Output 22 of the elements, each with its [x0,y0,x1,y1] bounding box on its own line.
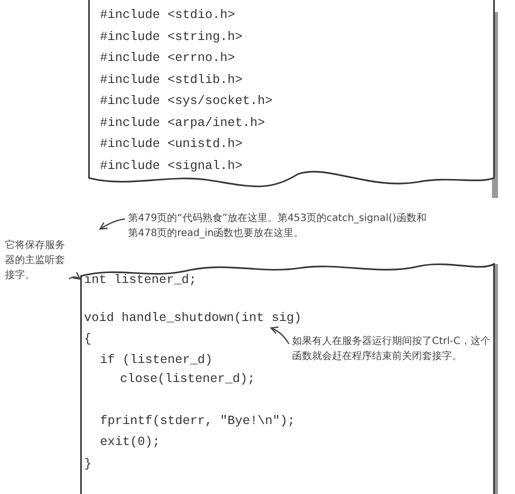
annotation-note: 第479页的“代码熟食”放在这里。第453页的catch_signal()函数和第478页的read_in函数也要放在这里。 [128,211,428,241]
annotation-note: 它将保存服务器的主监听套接字。 [5,238,69,283]
code-line: #include <string.h> [100,30,243,45]
annotation-note: 如果有人在服务器运行期间按了Ctrl-C，这个函数就会赶在程序结束前关闭套接字。 [292,334,498,364]
code-line: #include <sys/socket.h> [100,94,273,109]
code-line: #include <signal.h> [100,159,243,174]
arrow [68,272,81,280]
code-line: #include <arpa/inet.h> [100,116,266,131]
code-line: close(listener_d); [120,372,256,387]
arrow [270,326,290,344]
code-line: exit(0); [100,435,160,450]
code-line: fprintf(stderr, "Bye!\n"); [100,414,296,429]
code-line: #include <errno.h> [100,51,236,66]
code-line: #include <stdio.h> [100,8,236,23]
code-line: { [84,332,92,347]
code-line: } [84,457,92,472]
code-line: int listener_d; [84,273,197,288]
code-line: #include <unistd.h> [100,137,243,152]
code-line: if (listener_d) [100,353,213,368]
code-line: void handle_shutdown(int sig) [84,311,302,326]
arrow [99,218,126,230]
code-line: #include <stdlib.h> [100,73,243,88]
